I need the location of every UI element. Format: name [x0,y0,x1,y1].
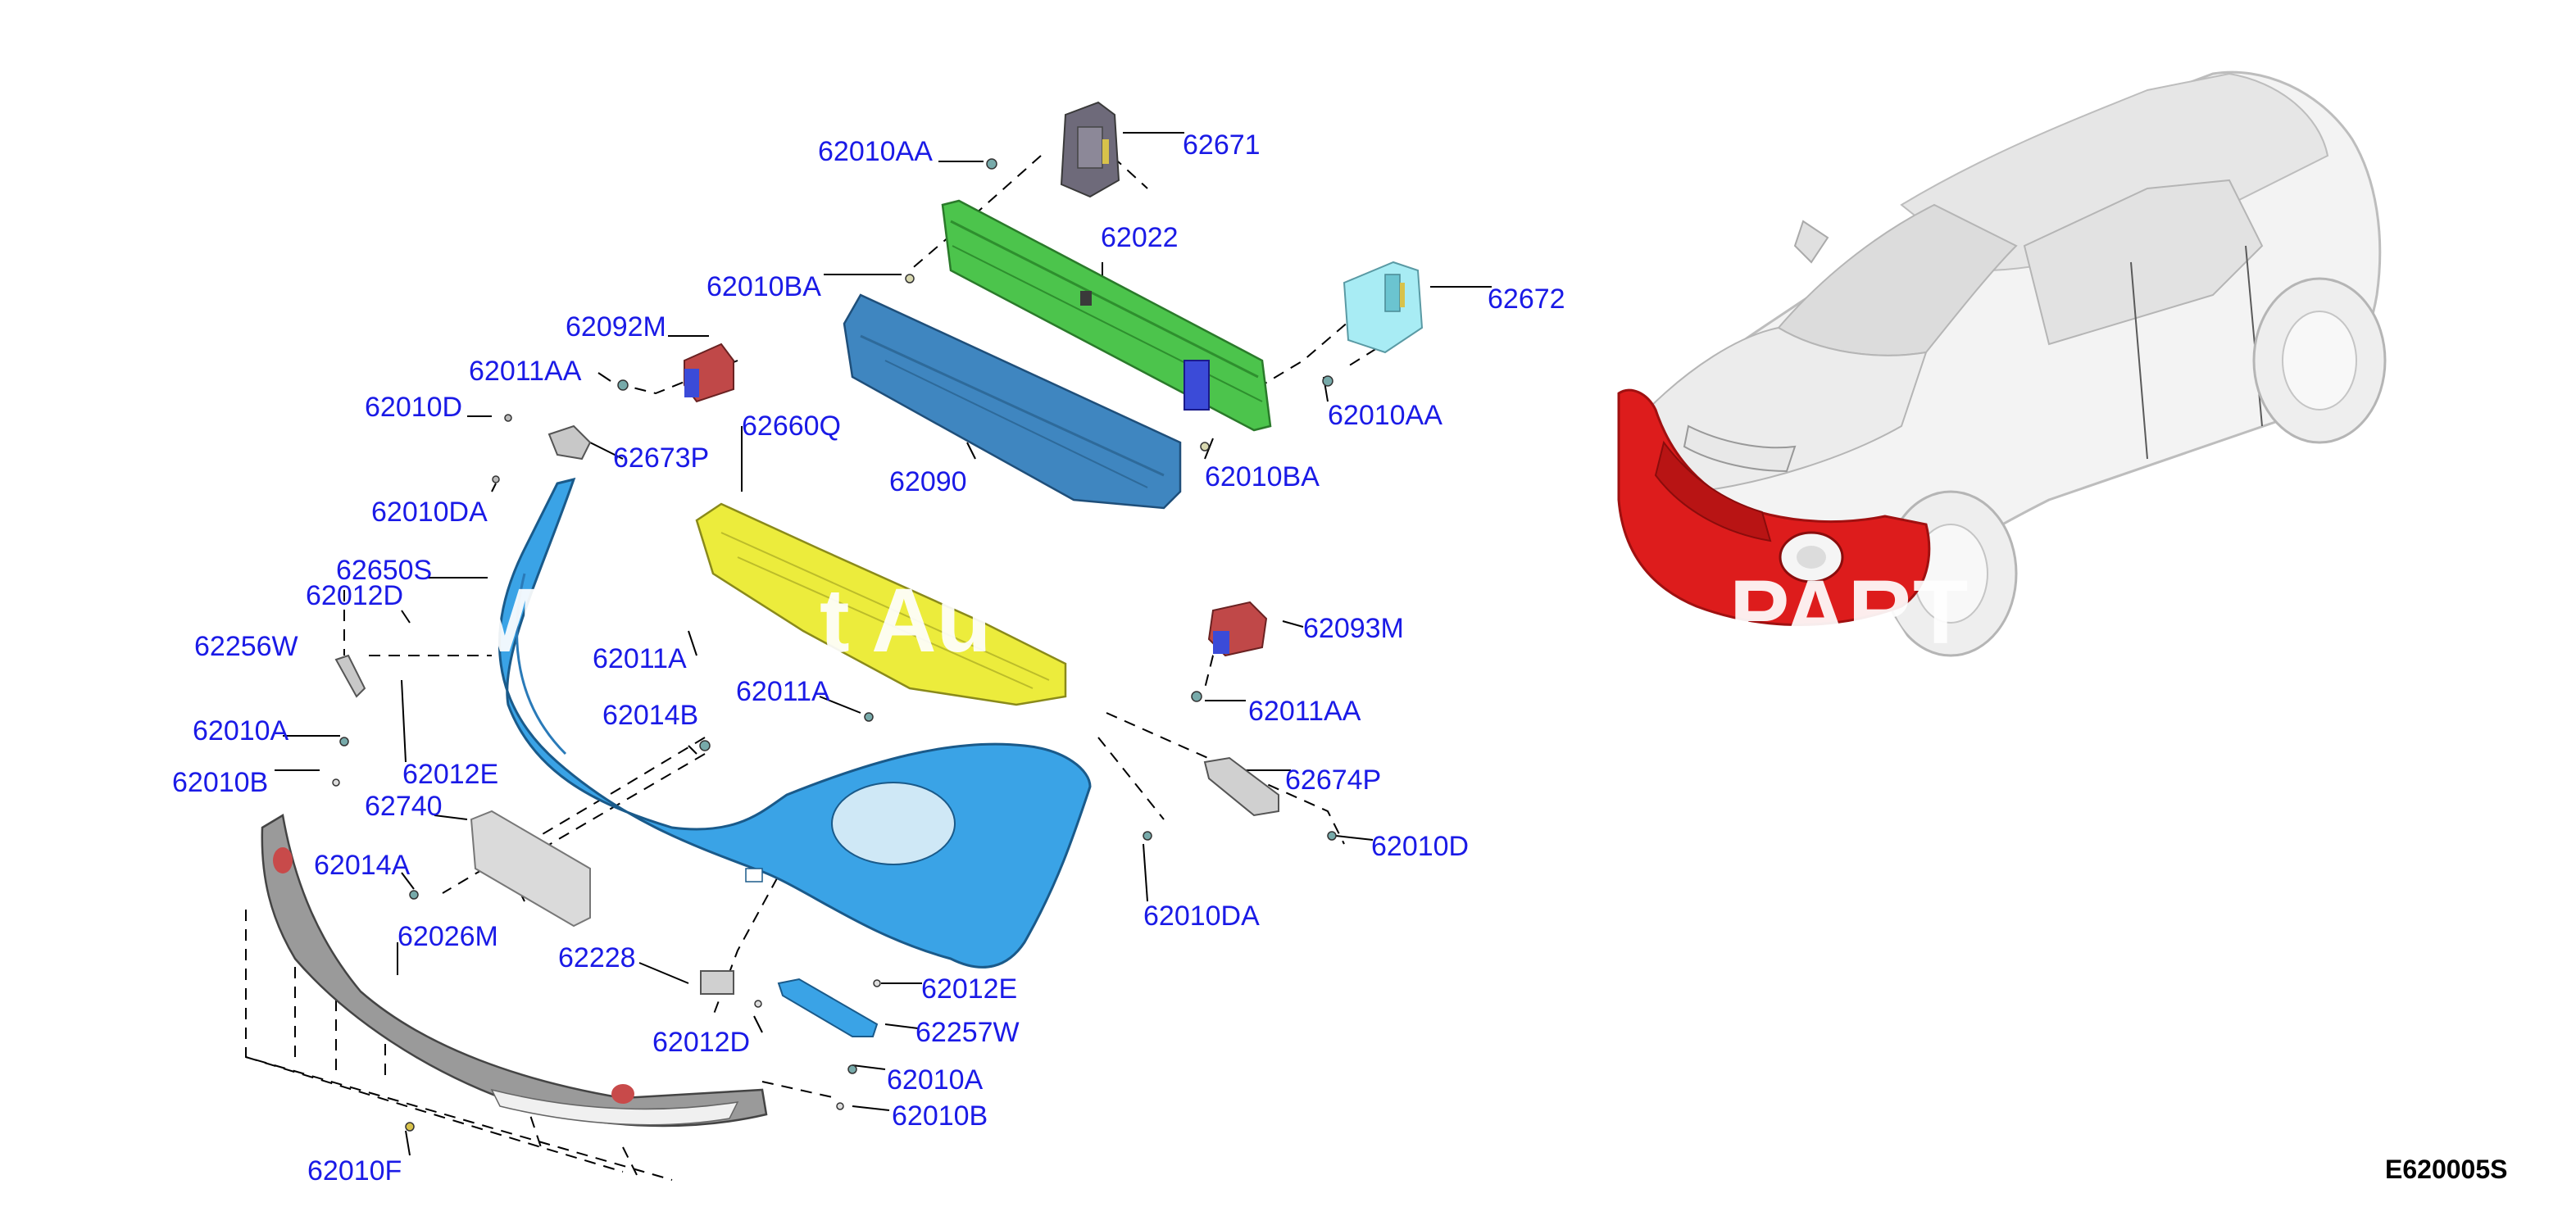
label-62672: 62672 [1488,284,1565,315]
label-62673P: 62673P [613,442,709,474]
label-62671: 62671 [1183,129,1261,161]
label-62010B: 62010B [172,767,268,798]
label-62010DA: 62010DA [1143,901,1260,932]
bracket-62672 [1343,261,1424,354]
plate-bracket-62740 [470,810,591,928]
label-62650S: 62650S [336,555,432,586]
watermark: Me t Au PART [467,562,1968,671]
label-62011AA: 62011AA [469,356,582,387]
label-62740: 62740 [365,791,443,822]
label-62010DA: 62010DA [371,497,488,528]
label-62011A: 62011A [736,676,830,707]
leader-lines [275,132,1492,1156]
label-62660Q: 62660Q [742,411,841,442]
label-62092M: 62092M [566,311,666,343]
label-62010F: 62010F [307,1155,402,1187]
reinforcement-62022 [941,199,1272,432]
bracket-62674P [1203,756,1279,817]
label-62256W: 62256W [194,631,298,662]
label-62022: 62022 [1101,222,1179,253]
fascia-62650S [497,477,1092,969]
diagram-code: E620005S [2385,1155,2507,1184]
label-62014B: 62014B [602,700,698,731]
label-62010D: 62010D [1371,831,1469,862]
lower-lip-62026M [261,813,768,1128]
label-62011A: 62011A [593,643,687,674]
label-62228: 62228 [558,942,636,973]
label-62090: 62090 [889,466,967,497]
label-62012D: 62012D [652,1027,750,1058]
bracket-62673P [547,424,592,461]
bracket-62671 [1060,101,1120,198]
label-62012E: 62012E [921,973,1017,1005]
label-62010BA: 62010BA [706,271,821,302]
label-62012E: 62012E [402,759,498,790]
vehicle-side-windows [2023,179,2264,346]
fasteners [332,158,1337,1132]
label-62026M: 62026M [398,921,498,952]
part-labels: 62010AA 62671 62022 62010BA 62672 62092M… [172,129,1565,1187]
bracket-62257W [777,978,879,1037]
label-62257W: 62257W [915,1017,1020,1048]
label-62010AA: 62010AA [1328,400,1442,431]
label-62010AA: 62010AA [818,136,933,167]
label-62674P: 62674P [1285,765,1381,796]
absorber-62090 [843,293,1182,510]
label-62010A: 62010A [193,715,289,746]
label-62010B: 62010B [892,1100,988,1132]
bracket-62093M [1207,601,1268,657]
label-62012D: 62012D [306,580,403,611]
label-62093M: 62093M [1303,613,1404,644]
label-62011AA: 62011AA [1248,696,1361,727]
label-62010A: 62010A [887,1064,984,1096]
label-62010BA: 62010BA [1205,461,1320,492]
bracket-62256W [334,654,366,698]
vehicle-illustration [1617,70,2387,657]
undercover-62660Q [695,502,1067,706]
label-62014A: 62014A [314,850,411,881]
watermark-middle: t Au [820,570,992,671]
label-62010D: 62010D [365,392,462,423]
vehicle-rear-wheel [2252,277,2387,444]
watermark-right: PART [1729,562,1968,663]
bracket-62092M [684,343,734,403]
clip-62228 [700,970,734,995]
watermark-left: Me [467,570,593,671]
vehicle-front-bumper-highlight [1617,388,1931,626]
